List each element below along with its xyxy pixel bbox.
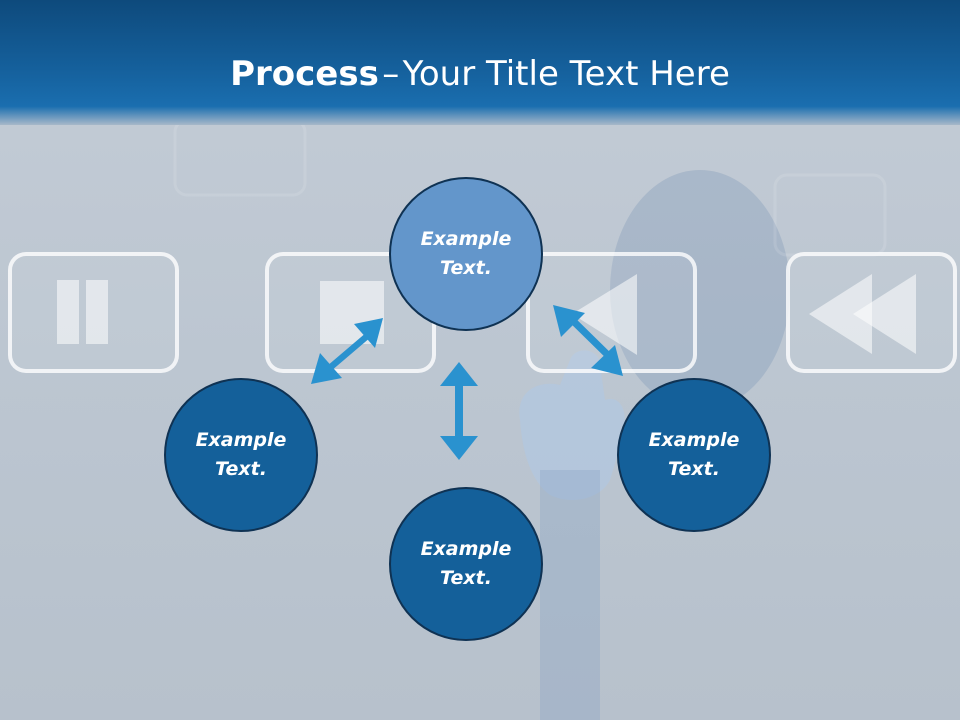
node-bottom-label: Example Text. — [420, 538, 512, 589]
title-bar: Process–Your Title Text Here — [0, 0, 960, 125]
node-top: Example Text. — [389, 177, 543, 331]
pause-icon — [57, 280, 108, 344]
fast-rewind-icon — [809, 274, 916, 354]
node-right: Example Text. — [617, 378, 771, 532]
rewind-icon — [572, 274, 637, 355]
arrow-top-right — [553, 305, 623, 376]
node-left-label: Example Text. — [195, 429, 287, 480]
node-left: Example Text. — [164, 378, 318, 532]
arrow-vertical — [440, 362, 478, 460]
arrow-top-left — [311, 318, 383, 384]
node-top-label: Example Text. — [420, 228, 512, 279]
node-right-label: Example Text. — [648, 429, 740, 480]
node-bottom: Example Text. — [389, 487, 543, 641]
title-rest: Your Title Text Here — [402, 54, 730, 94]
title-bold: Process — [230, 54, 379, 94]
title-separator: – — [382, 54, 400, 94]
slide-title: Process–Your Title Text Here — [0, 52, 960, 96]
